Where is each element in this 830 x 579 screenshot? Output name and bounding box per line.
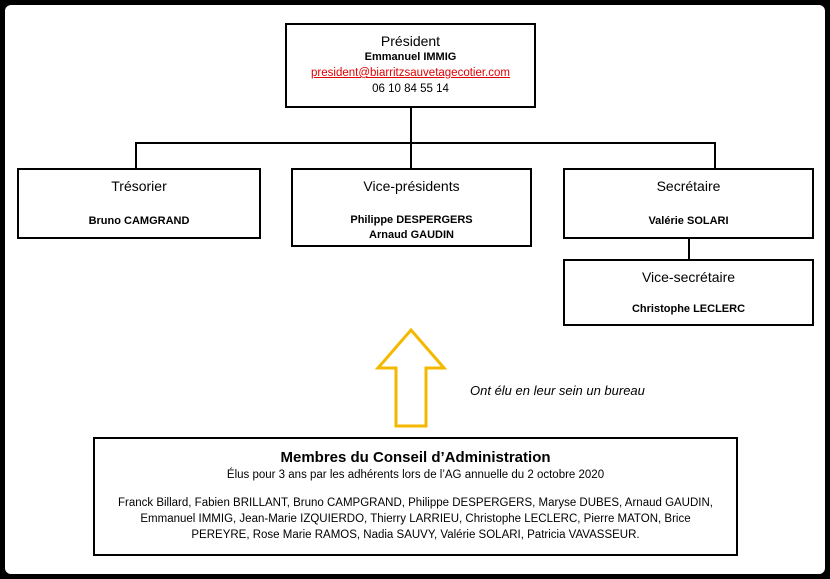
up-arrow-icon	[375, 327, 447, 428]
annotation-text: Ont élu en leur sein un bureau	[470, 383, 645, 398]
conseil-subtitle: Élus pour 3 ans par les adhérents lors d…	[226, 469, 605, 481]
connector-tresorier	[135, 142, 137, 170]
tresorier-title: Trésorier	[111, 178, 167, 194]
secretaire-box: Secrétaire Valérie SOLARI	[563, 168, 814, 239]
president-box: Président Emmanuel IMMIG president@biarr…	[285, 23, 536, 108]
conseil-members: Franck Billard, Fabien BRILLANT, Bruno C…	[117, 497, 713, 541]
connector-secretaire	[714, 142, 716, 170]
org-chart-page: Président Emmanuel IMMIG president@biarr…	[5, 5, 825, 574]
vice-president-name-2: Arnaud GAUDIN	[369, 229, 454, 241]
president-name: Emmanuel IMMIG	[364, 51, 457, 63]
secretaire-name: Valérie SOLARI	[648, 215, 729, 227]
secretaire-title: Secrétaire	[656, 178, 721, 194]
vice-president-name-1: Philippe DESPERGERS	[350, 214, 473, 226]
connector-president-down	[410, 106, 412, 144]
conseil-box: Membres du Conseil d’Administration Élus…	[93, 437, 738, 556]
president-phone: 06 10 84 55 14	[372, 83, 449, 95]
vice-presidents-title: Vice-présidents	[363, 178, 460, 194]
vice-presidents-box: Vice-présidents Philippe DESPERGERS Arna…	[291, 168, 532, 247]
vice-secretaire-box: Vice-secrétaire Christophe LECLERC	[563, 259, 814, 326]
connector-vice-presidents	[410, 142, 412, 170]
president-title: Président	[380, 33, 441, 49]
president-email-link[interactable]: president@biarritzsauvetagecotier.com	[311, 67, 510, 79]
up-arrow-shape	[375, 327, 447, 428]
connector-secretaire-vice	[688, 235, 690, 261]
conseil-title: Membres du Conseil d’Administration	[280, 449, 551, 466]
connector-horizontal	[135, 142, 716, 144]
tresorier-box: Trésorier Bruno CAMGRAND	[17, 168, 261, 239]
vice-secretaire-title: Vice-secrétaire	[641, 269, 736, 285]
tresorier-name: Bruno CAMGRAND	[88, 215, 190, 227]
vice-secretaire-name: Christophe LECLERC	[631, 303, 746, 315]
